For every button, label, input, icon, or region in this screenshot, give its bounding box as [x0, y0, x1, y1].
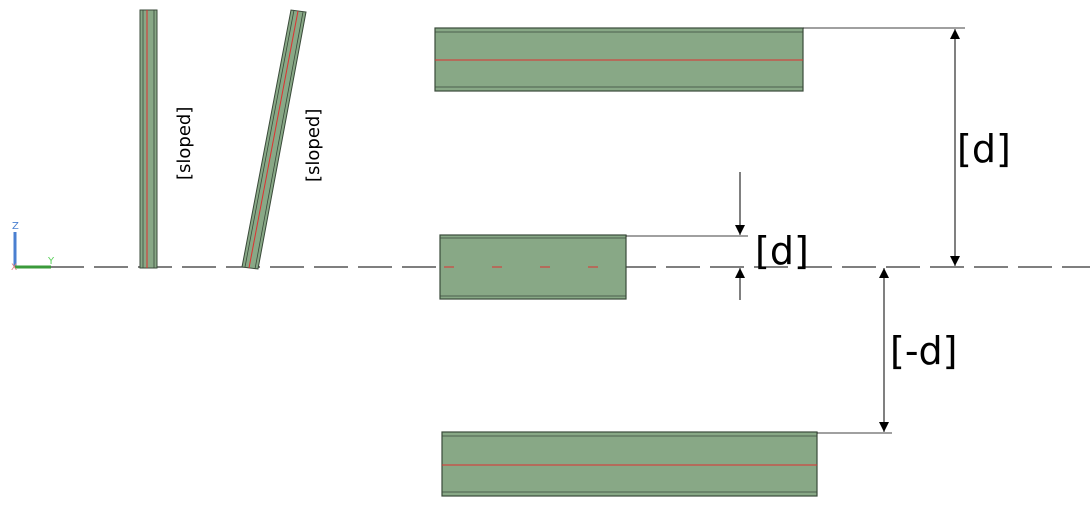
- middle-beam[interactable]: [439, 234, 627, 300]
- dimension-middle-label: [d]: [755, 229, 809, 273]
- sloped-member[interactable]: [241, 9, 307, 270]
- top-beam[interactable]: [434, 27, 804, 92]
- dimension-top-label: [d]: [957, 127, 1011, 171]
- dimension-top: [803, 27, 965, 266]
- dimension-bottom: [817, 268, 892, 434]
- vertical-member[interactable]: [139, 9, 158, 269]
- ucs-icon: Z Y X: [11, 221, 55, 273]
- bottom-beam[interactable]: [441, 431, 818, 497]
- dimension-bottom-label: [-d]: [890, 329, 957, 373]
- ucs-x-label: X: [11, 263, 17, 273]
- sloped-label-1: [sloped]: [174, 107, 195, 180]
- member-centerline: [248, 10, 299, 269]
- sloped-label-2: [sloped]: [303, 109, 324, 182]
- ucs-y-label: Y: [47, 256, 55, 267]
- dimension-middle: [626, 172, 748, 300]
- ucs-z-label: Z: [12, 221, 19, 232]
